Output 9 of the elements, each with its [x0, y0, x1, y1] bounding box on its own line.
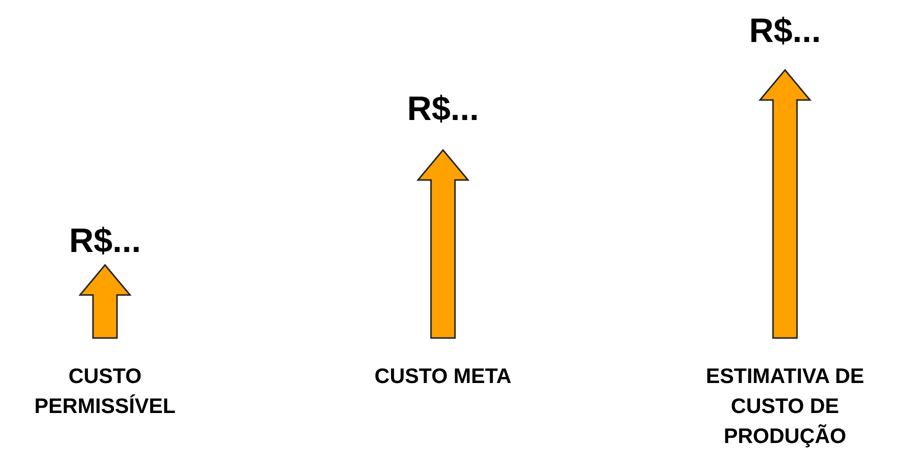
- block-arrow: [417, 149, 469, 339]
- block-arrow: [79, 264, 131, 339]
- cost-label: ESTIMATIVA DE CUSTO DE PRODUÇÃO: [704, 364, 866, 450]
- cost-label: CUSTO META: [374, 364, 512, 390]
- block-arrow: [759, 69, 811, 339]
- cost-value: R$...: [748, 12, 822, 51]
- cost-label: CUSTO PERMISSÍVEL: [33, 364, 177, 420]
- cost-value: R$...: [406, 90, 480, 129]
- cost-value: R$...: [68, 222, 142, 261]
